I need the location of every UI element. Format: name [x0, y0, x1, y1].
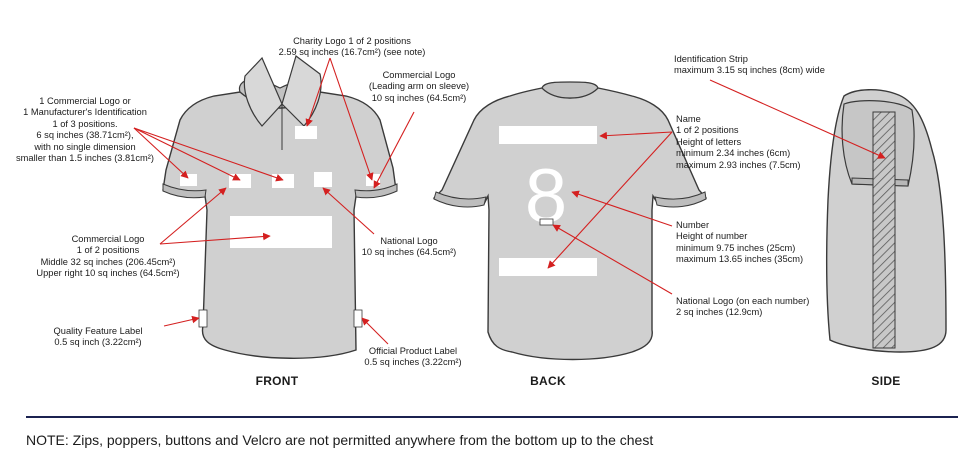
label-identification-strip: Identification Strip maximum 3.15 sq inc…	[674, 54, 825, 76]
view-title-front: FRONT	[255, 374, 299, 388]
front-shirt	[162, 55, 398, 359]
label-charity-logo: Charity Logo 1 of 2 positions 2.59 sq in…	[278, 36, 426, 58]
arrow-commercial-front-1	[159, 232, 271, 245]
arrow-commercial-front-2	[159, 187, 227, 245]
back-shirt: 8	[432, 81, 708, 361]
view-title-side: SIDE	[871, 374, 901, 388]
arrow-manufacturer-1	[133, 127, 189, 179]
zone-official-label	[353, 309, 363, 328]
arrow-national-on-number	[552, 224, 673, 295]
zone-identification-strip	[872, 111, 896, 349]
zone-name-lower	[499, 258, 597, 276]
jersey-number: 8	[525, 154, 567, 239]
label-official-product: Official Product Label 0.5 sq inches (3.…	[364, 346, 462, 368]
arrow-national	[322, 187, 375, 235]
annotation-arrows	[133, 57, 886, 345]
label-national-on-number: National Logo (on each number) 2 sq inch…	[676, 296, 810, 318]
back-collar	[541, 81, 599, 99]
arrow-manufacturer-2	[133, 127, 241, 181]
zone-quality-label	[198, 309, 208, 328]
arrow-number	[571, 190, 673, 227]
front-collar-flap-left	[243, 56, 283, 127]
front-collar-flap-right	[281, 55, 322, 127]
front-right-cuff	[354, 183, 398, 199]
arrow-quality	[163, 315, 200, 327]
zone-chest-right	[272, 174, 294, 188]
side-shirt	[825, 89, 947, 353]
zone-national-logo	[314, 172, 332, 187]
label-name: Name 1 of 2 positions Height of letters …	[676, 114, 801, 170]
label-national-logo: National Logo 10 sq inches (64.5cm²)	[361, 236, 457, 258]
front-left-cuff	[162, 183, 207, 199]
arrow-manufacturer-3	[133, 127, 284, 182]
back-right-cuff	[654, 191, 707, 208]
zone-national-on-number	[539, 218, 554, 226]
divider-rule	[26, 416, 958, 418]
zone-name-upper	[499, 126, 597, 144]
zone-left-sleeve	[180, 174, 197, 186]
label-commercial-sleeve: Commercial Logo (Leading arm on sleeve) …	[368, 70, 470, 103]
arrow-name-upper	[599, 131, 673, 140]
arrow-identification	[709, 79, 886, 159]
label-commercial-manufacturer: 1 Commercial Logo or 1 Manufacturer's Id…	[16, 96, 154, 164]
arrow-official	[361, 317, 389, 345]
label-commercial-front: Commercial Logo 1 of 2 positions Middle …	[36, 234, 180, 279]
back-left-cuff	[433, 191, 487, 208]
view-title-back: BACK	[530, 374, 566, 388]
zone-commercial-middle	[230, 216, 332, 248]
arrow-charity-sleeve	[329, 57, 374, 181]
label-quality-feature: Quality Feature Label 0.5 sq inch (3.22c…	[53, 326, 143, 348]
arrow-commercial-sleeve	[373, 111, 415, 189]
arrow-charity	[305, 57, 331, 127]
footer-note: NOTE: Zips, poppers, buttons and Velcro …	[26, 432, 654, 448]
label-number: Number Height of number minimum 9.75 inc…	[676, 220, 804, 265]
zone-charity-logo	[295, 126, 317, 139]
arrow-name-lower	[547, 131, 673, 269]
